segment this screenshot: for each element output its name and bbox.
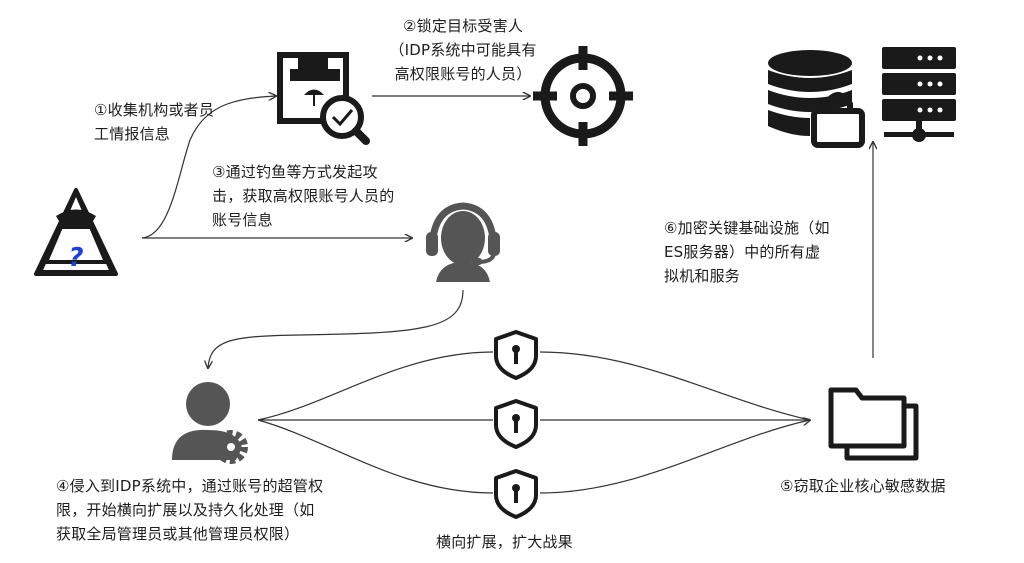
arrow-hacker-to-document (141, 96, 276, 239)
lateral-expansion-label: 横向扩展，扩大战果 (436, 533, 573, 551)
curve-admin-to-shield-bottom (257, 419, 494, 494)
curve-shield-bottom-to-folders (539, 420, 810, 494)
headset-agent-icon (426, 202, 500, 282)
server-icon (882, 47, 956, 142)
database-lock-icon (768, 50, 865, 148)
connectors (141, 96, 873, 494)
arrow-agent-to-admin (208, 289, 464, 368)
step-3-label: ③通过钓鱼等方式发起攻 击，获取高权限账号人员的 账号信息 (212, 163, 395, 229)
step-2-label: ②锁定目标受害人 （IDP系统中可能具有 高权限账号的人员） (389, 17, 537, 83)
step-4-label: ④侵入到IDP系统中，通过账号的超管权 限，开始横向扩展以及持久化处理（如 获取… (56, 477, 324, 543)
admin-user-gear-icon (172, 382, 248, 464)
document-search-icon (277, 52, 370, 145)
hacker-icon: ? (34, 188, 118, 276)
step-1-label: ①收集机构或者员 工情报信息 (94, 101, 215, 143)
curve-shield-top-to-folders (539, 351, 811, 421)
folders-icon (828, 387, 919, 461)
step-6-label: ⑥加密关键基础设施（如 ES服务器）中的所有虚 拟机和服务 (664, 219, 830, 285)
step-5-label: ⑤窃取企业核心敏感数据 (780, 477, 946, 495)
shield-keyhole-icon (494, 399, 538, 449)
target-icon (533, 46, 633, 146)
hacker-question-mark: ? (68, 243, 83, 273)
shield-keyhole-icon (494, 469, 538, 519)
curve-admin-to-shield-top (257, 351, 494, 421)
shield-keyhole-icon (494, 330, 538, 380)
